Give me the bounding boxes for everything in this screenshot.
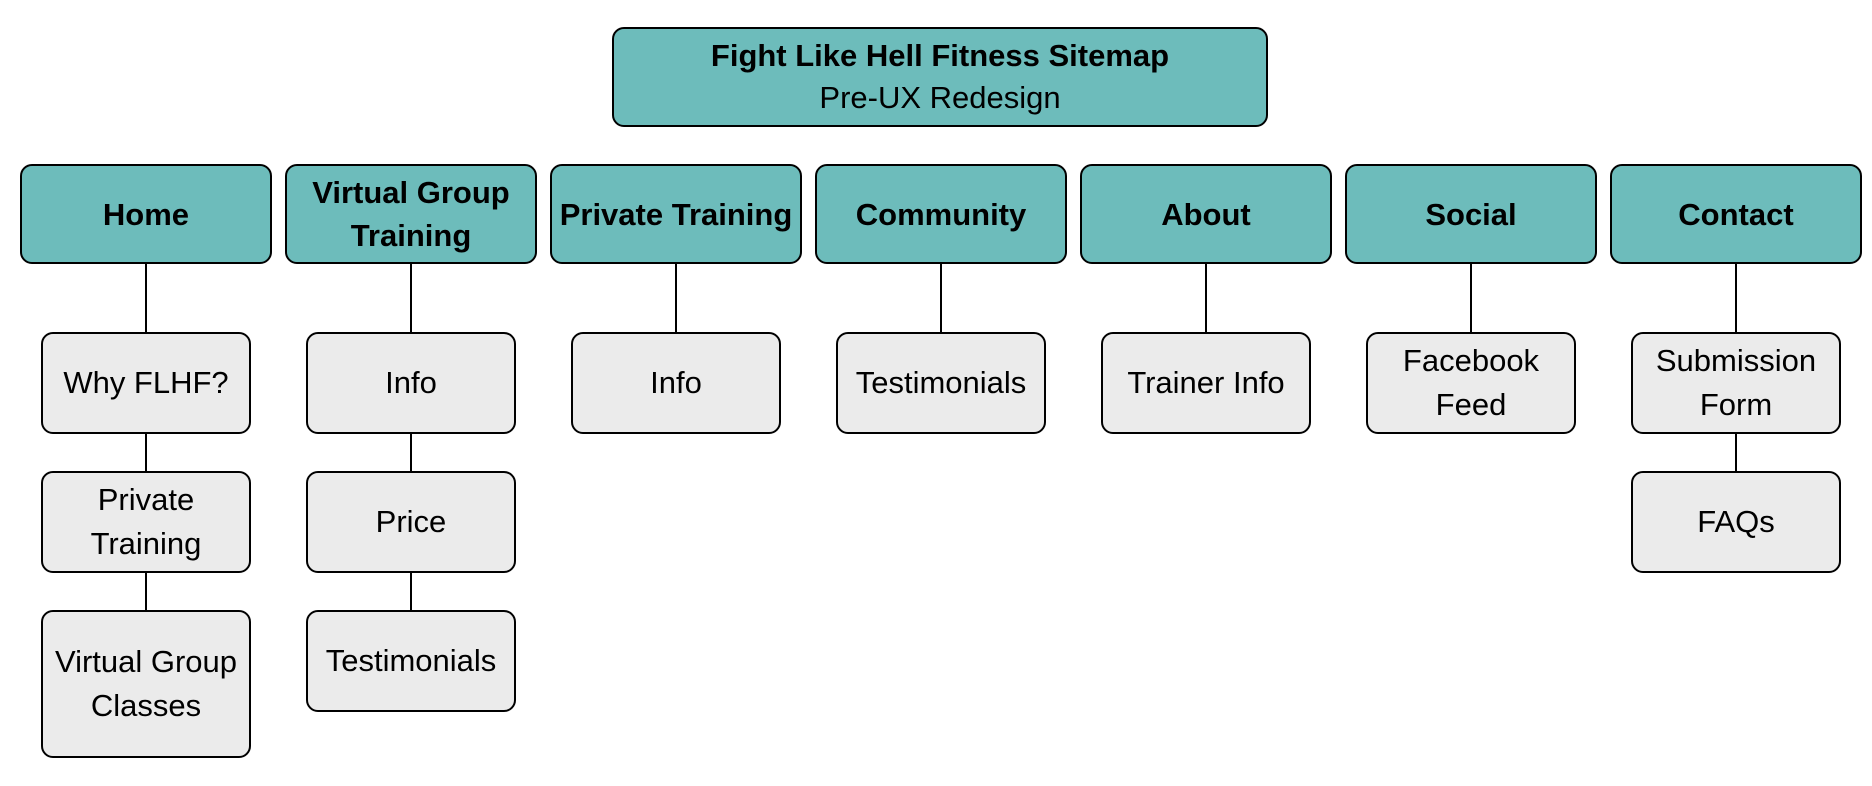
- child-node: Trainer Info: [1101, 332, 1311, 434]
- title-node: Fight Like Hell Fitness Sitemap Pre-UX R…: [612, 27, 1268, 127]
- connector-line: [1205, 264, 1207, 332]
- connector-line: [940, 264, 942, 332]
- connector-line: [145, 264, 147, 332]
- section-node-private-training: Private Training: [550, 164, 802, 264]
- connector-line: [1735, 264, 1737, 332]
- section-node-home: Home: [20, 164, 272, 264]
- connector-line: [145, 434, 147, 471]
- connector-line: [1735, 434, 1737, 471]
- child-node: Testimonials: [306, 610, 516, 712]
- child-node: Testimonials: [836, 332, 1046, 434]
- connector-line: [1470, 264, 1472, 332]
- connector-line: [145, 573, 147, 610]
- child-node: Info: [571, 332, 781, 434]
- connector-line: [675, 264, 677, 332]
- child-list-private-training: Info: [571, 264, 781, 434]
- child-list-social: Facebook Feed: [1366, 264, 1576, 434]
- diagram-title: Fight Like Hell Fitness Sitemap: [710, 38, 1170, 73]
- child-node: Facebook Feed: [1366, 332, 1576, 434]
- child-node: Submission Form: [1631, 332, 1841, 434]
- child-list-about: Trainer Info: [1101, 264, 1311, 434]
- child-node: Price: [306, 471, 516, 573]
- child-node: Why FLHF?: [41, 332, 251, 434]
- child-node: Private Training: [41, 471, 251, 573]
- child-node: Info: [306, 332, 516, 434]
- connector-line: [410, 573, 412, 610]
- diagram-subtitle: Pre-UX Redesign: [819, 80, 1061, 115]
- section-node-virtual-group-training: Virtual Group Training: [285, 164, 537, 264]
- section-node-contact: Contact: [1610, 164, 1862, 264]
- section-node-social: Social: [1345, 164, 1597, 264]
- section-node-about: About: [1080, 164, 1332, 264]
- connector-line: [410, 264, 412, 332]
- child-node: FAQs: [1631, 471, 1841, 573]
- child-node: Virtual Group Classes: [41, 610, 251, 758]
- child-list-community: Testimonials: [836, 264, 1046, 434]
- section-node-community: Community: [815, 164, 1067, 264]
- connector-line: [410, 434, 412, 471]
